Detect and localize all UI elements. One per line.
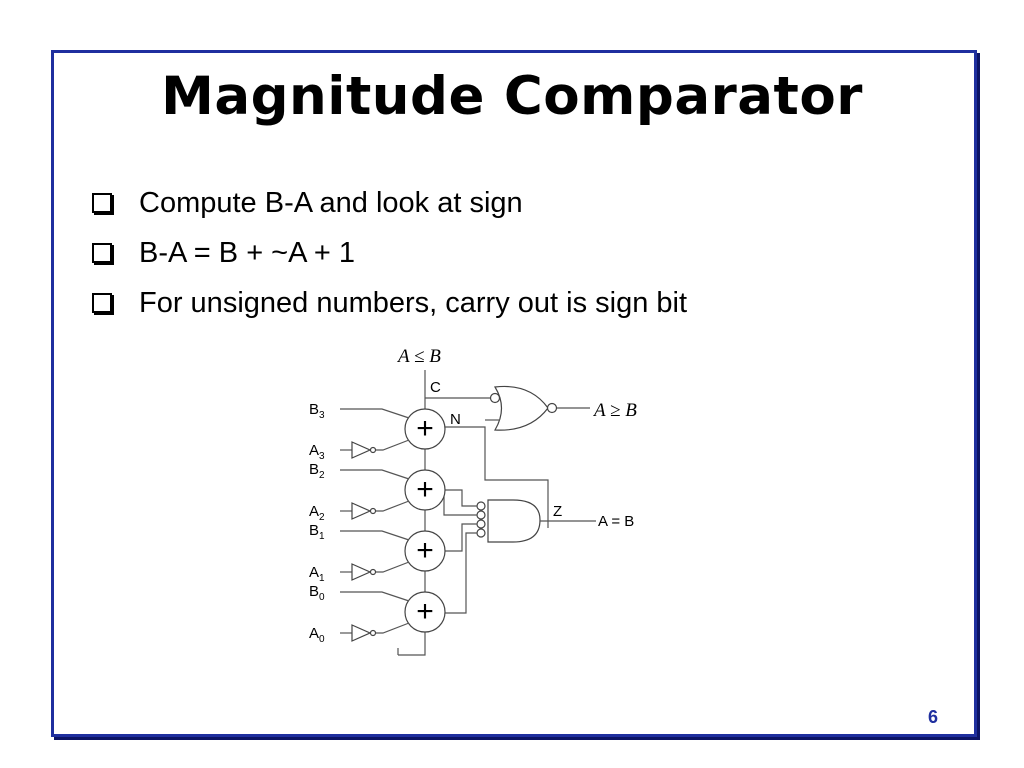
and-input-bubble [476,510,486,520]
adder-plus-symbol: + [416,473,434,506]
adder-bit-3: + [404,408,446,450]
bullet-item: For unsigned numbers, carry out is sign … [92,278,687,328]
node-z-label: Z [553,503,562,520]
checkbox-bullet-icon [92,293,112,313]
adder-bit-2: + [404,469,446,511]
input-b0-label: B0 [309,583,325,603]
bullet-list: Compute B-A and look at sign B-A = B + ~… [92,178,687,328]
bullet-item: B-A = B + ~A + 1 [92,228,687,278]
input-b1-label: B1 [309,522,325,542]
b1-wire [340,530,410,541]
node-c-label: C [430,379,441,396]
carry-chain-wire [397,370,426,656]
adder-bit-0: + [404,591,446,633]
output-a-ge-b-label: A ≥ B [592,400,637,421]
nor-input-bubble [489,392,501,404]
input-a3-label: A3 [309,442,325,462]
checkbox-bullet-icon [92,193,112,213]
nor-output-bubble [546,402,558,414]
input-a0-label: A0 [309,625,325,645]
b2-wire [340,469,410,480]
node-n-label: N [450,411,461,428]
output-a-eq-b-label: A = B [598,513,634,530]
slide-frame [51,50,977,737]
output-a-le-b-label: A ≤ B [396,346,441,367]
sign-wire [441,426,549,528]
checkbox-bullet-icon [92,243,112,263]
bullet-text: B-A = B + ~A + 1 [139,236,356,269]
inverter-a3 [340,439,410,459]
sum-wire-2 [443,490,477,516]
sum-wire-3 [441,489,477,507]
and-input-bubble [476,519,486,529]
sum-wire-0 [444,532,477,614]
input-b3-label: B3 [309,401,325,421]
adder-bit-1: + [404,530,446,572]
adder-plus-symbol: + [416,595,434,628]
adder-plus-symbol: + [416,412,434,445]
b0-wire [340,591,410,602]
bullet-text: For unsigned numbers, carry out is sign … [139,286,688,319]
page-number: 6 [927,707,938,727]
bullet-item: Compute B-A and look at sign [92,178,687,228]
inverter-a0 [340,622,410,642]
sum-wire-1 [444,523,477,552]
adder-plus-symbol: + [416,534,434,567]
bullet-text: Compute B-A and look at sign [139,186,523,219]
input-a1-label: A1 [309,564,325,584]
and-input-bubble [476,501,486,511]
b3-wire [340,408,410,419]
and-gate [487,499,541,543]
input-b2-label: B2 [309,461,325,481]
and-input-bubble [476,528,486,538]
nor-gate [493,385,549,431]
inverter-a2 [340,500,410,520]
inverter-a1 [340,561,410,581]
slide-title: Magnitude Comparator [161,66,863,127]
input-a2-label: A2 [309,503,325,523]
